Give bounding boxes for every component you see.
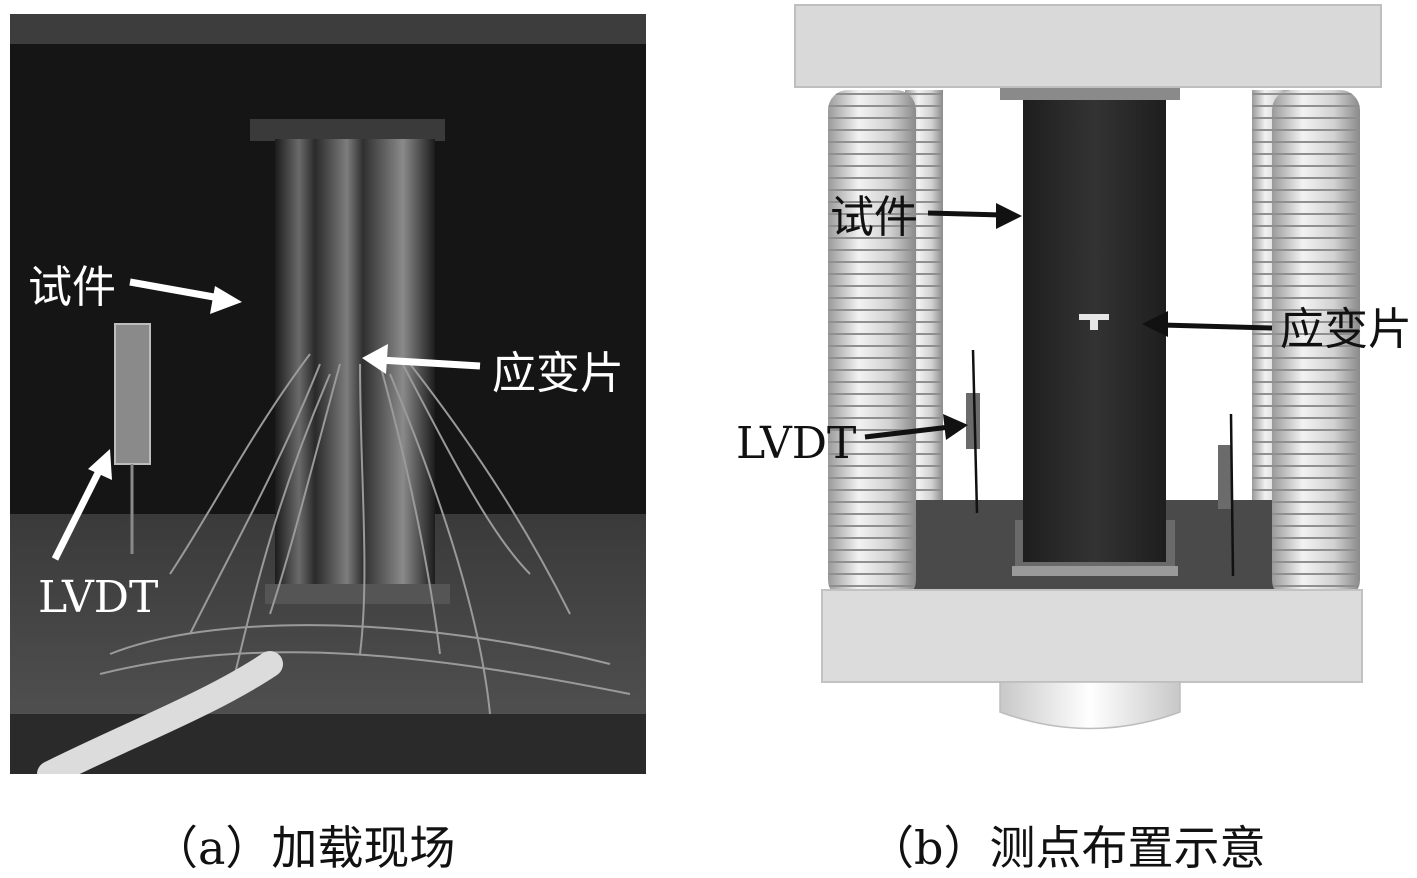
lvdt-left-body xyxy=(966,393,980,449)
column-base xyxy=(265,584,450,604)
photo-arrows xyxy=(51,278,481,561)
top-plate xyxy=(794,4,1382,88)
lvdt-label-b: LVDT xyxy=(736,418,857,469)
wires xyxy=(99,353,631,715)
lvdt-label-a: LVDT xyxy=(38,572,159,623)
specimen-label-a: 试件 xyxy=(28,262,116,313)
strain-gauge-label-a: 应变片 xyxy=(492,348,624,399)
white-cable xyxy=(37,651,283,774)
threaded-rod-front-left-threads xyxy=(828,90,916,600)
lvdt-sensor xyxy=(114,323,151,465)
diagram-arrows xyxy=(864,203,1273,440)
lvdt-right-body xyxy=(1218,445,1232,509)
strain-gauge-stem xyxy=(1090,314,1098,330)
lvdt-right-rod xyxy=(1229,413,1235,577)
caption-b: （b）测点布置示意 xyxy=(868,821,1266,875)
top-loading-cap xyxy=(1000,88,1180,100)
bottom-plate xyxy=(821,589,1363,683)
caption-a: （a）加载现场 xyxy=(152,821,456,875)
loading-site-photo: 试件 应变片 LVDT xyxy=(10,14,646,774)
strain-gauge-label-b: 应变片 xyxy=(1280,304,1412,355)
threaded-rod-front-right-threads xyxy=(1272,90,1360,600)
specimen-base-rim xyxy=(1012,566,1178,576)
specimen-cylinder xyxy=(1023,100,1166,562)
top-fixture xyxy=(250,119,445,141)
loading-site-illustration xyxy=(10,14,646,774)
top-platen xyxy=(10,14,646,44)
lvdt-left-rod xyxy=(971,349,979,514)
measurement-layout-illustration xyxy=(794,4,1382,730)
specimen-label-b: 试件 xyxy=(830,192,918,243)
measurement-layout-diagram: 试件 应变片 LVDT xyxy=(736,0,1412,745)
actuator-cylinder xyxy=(999,681,1181,730)
